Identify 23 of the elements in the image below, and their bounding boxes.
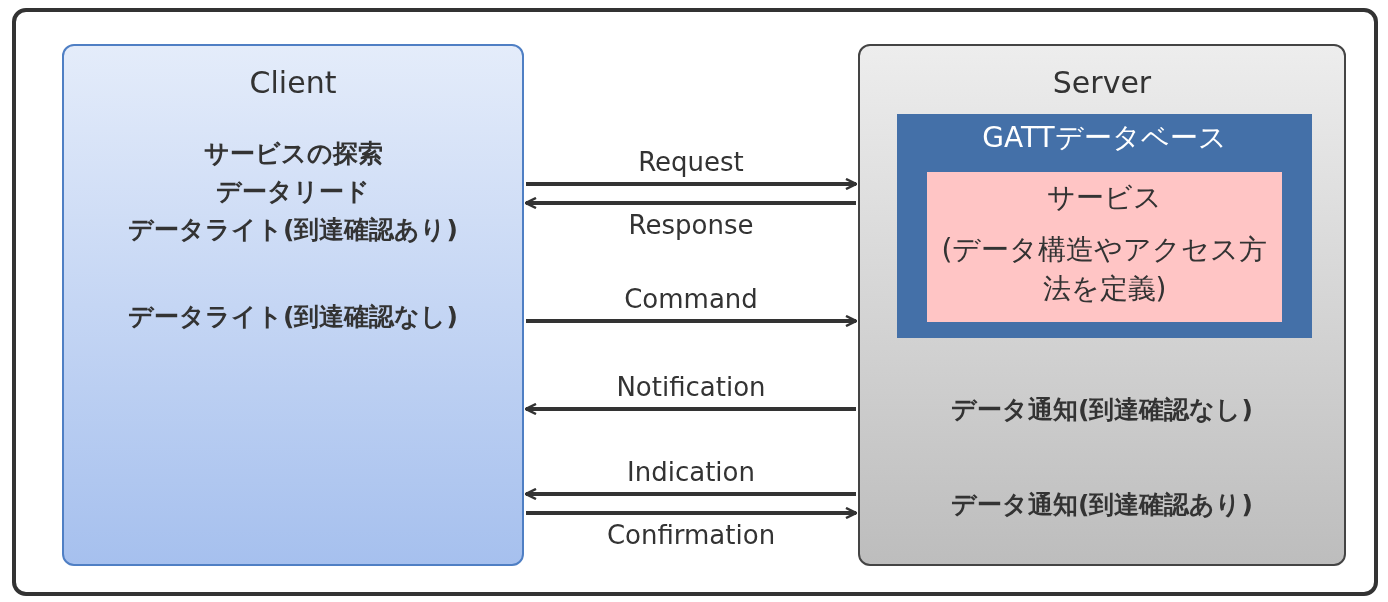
service-box bbox=[927, 172, 1282, 322]
database-box bbox=[897, 114, 1312, 338]
node-text: (データ構造やアクセス方法を定義) bbox=[940, 232, 1269, 308]
rounded-panel bbox=[62, 44, 524, 566]
edge-label: Request bbox=[638, 148, 744, 177]
node-text: データ通知(到達確認なし) bbox=[950, 394, 1254, 426]
arrow bbox=[526, 177, 858, 191]
arrow bbox=[524, 196, 856, 210]
node-title: Server bbox=[1051, 64, 1153, 102]
node-text: データライト(到達確認なし) bbox=[127, 301, 459, 333]
arrow bbox=[526, 314, 858, 328]
node-text: データリード bbox=[215, 176, 371, 208]
edge-label: Response bbox=[628, 211, 754, 240]
node-title: サービス bbox=[1046, 180, 1163, 215]
node-title: Client bbox=[248, 64, 338, 102]
node-title: GATTデータベース bbox=[981, 120, 1228, 155]
node-text: データライト(到達確認あり) bbox=[127, 214, 459, 246]
node-text: データ通知(到達確認あり) bbox=[950, 489, 1254, 521]
rounded-panel bbox=[858, 44, 1346, 566]
arrow bbox=[526, 506, 858, 520]
arrow bbox=[524, 402, 856, 416]
arrow bbox=[524, 487, 856, 501]
node-text: サービスの探索 bbox=[202, 138, 384, 170]
